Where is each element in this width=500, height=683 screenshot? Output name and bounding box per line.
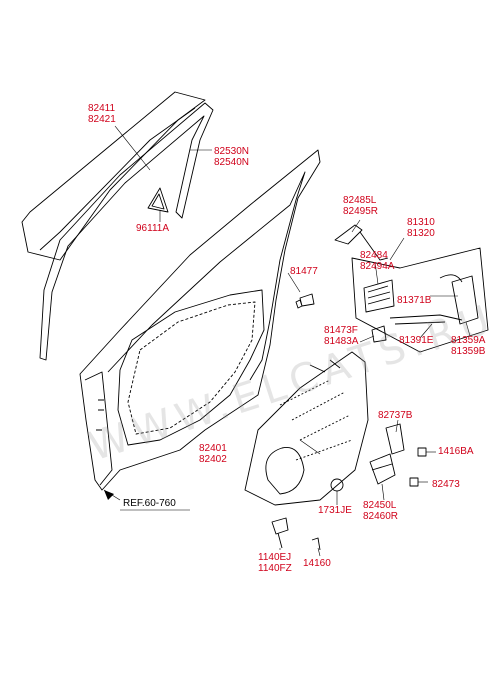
hinge-bolt — [295, 293, 315, 309]
reference-label: REF.60-760 — [123, 498, 176, 509]
label-delta-cover: 96111A — [136, 223, 169, 234]
door-frame-outer — [79, 149, 321, 491]
door-glass-inner — [39, 107, 196, 251]
label-glass: 82411 82421 — [88, 103, 116, 125]
label-bolt-right: 1416BA — [438, 446, 474, 457]
glass-run-channel — [39, 102, 214, 361]
label-grommet: 1731JE — [318, 505, 352, 516]
label-actuator: 82484 82494A — [360, 250, 395, 272]
regulator-panel — [244, 351, 369, 506]
label-latch-bracket: 81359A 81359B — [451, 335, 486, 357]
motor — [369, 453, 396, 485]
label-latch-rod: 81371B — [397, 295, 432, 306]
lower-bolt — [271, 517, 289, 549]
latch-group-box — [351, 247, 489, 353]
right-bolt — [417, 447, 427, 457]
screw — [311, 537, 321, 551]
label-rod-clip: 81391E — [399, 335, 434, 346]
actuator — [363, 279, 395, 313]
link-rod — [334, 224, 363, 245]
label-run-channel: 82530N 82540N — [214, 146, 250, 168]
label-lower-bolt: 1140EJ 1140FZ — [258, 552, 292, 574]
clip — [371, 325, 387, 343]
delta-cover — [147, 187, 169, 213]
ref-arrow — [104, 490, 114, 500]
latch — [451, 275, 479, 325]
label-clip: 81473F 81483A — [324, 325, 359, 347]
label-latch-assy: 81310 81320 — [407, 217, 435, 239]
label-regulator: 82401 82402 — [199, 443, 227, 465]
label-hinge-bolt: 81477 — [290, 266, 318, 277]
label-screw: 14160 — [303, 558, 331, 569]
bracket — [385, 423, 405, 455]
label-motor-assy: 82450L 82460R — [363, 500, 399, 522]
label-motor: 82473 — [432, 479, 460, 490]
label-bracket: 82737B — [378, 410, 413, 421]
label-link-rod: 82485L 82495R — [343, 195, 379, 217]
door-panel-opening — [117, 289, 265, 446]
door-frame-inner — [107, 171, 306, 381]
